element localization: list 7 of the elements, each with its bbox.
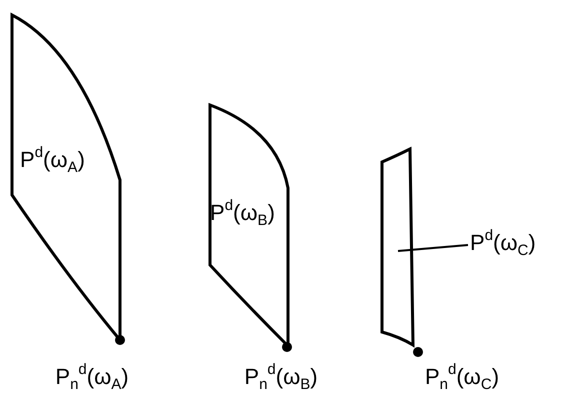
point-label: P$_{n}$$^{d}$(ω$_{B}$) <box>244 362 318 392</box>
leader-line <box>398 244 468 252</box>
point-label: P$_{n}$$^{d}$(ω$_{C}$) <box>424 362 500 392</box>
region-label: P$^{d}$(ω$_{B}$) <box>210 198 275 228</box>
point-label: P$_{n}$$^{d}$(ω$_{A}$) <box>55 362 129 392</box>
region-label: P$^{d}$(ω$_{A}$) <box>20 145 85 175</box>
region-label: P$^{d}$(ω$_{C}$) <box>470 230 536 255</box>
